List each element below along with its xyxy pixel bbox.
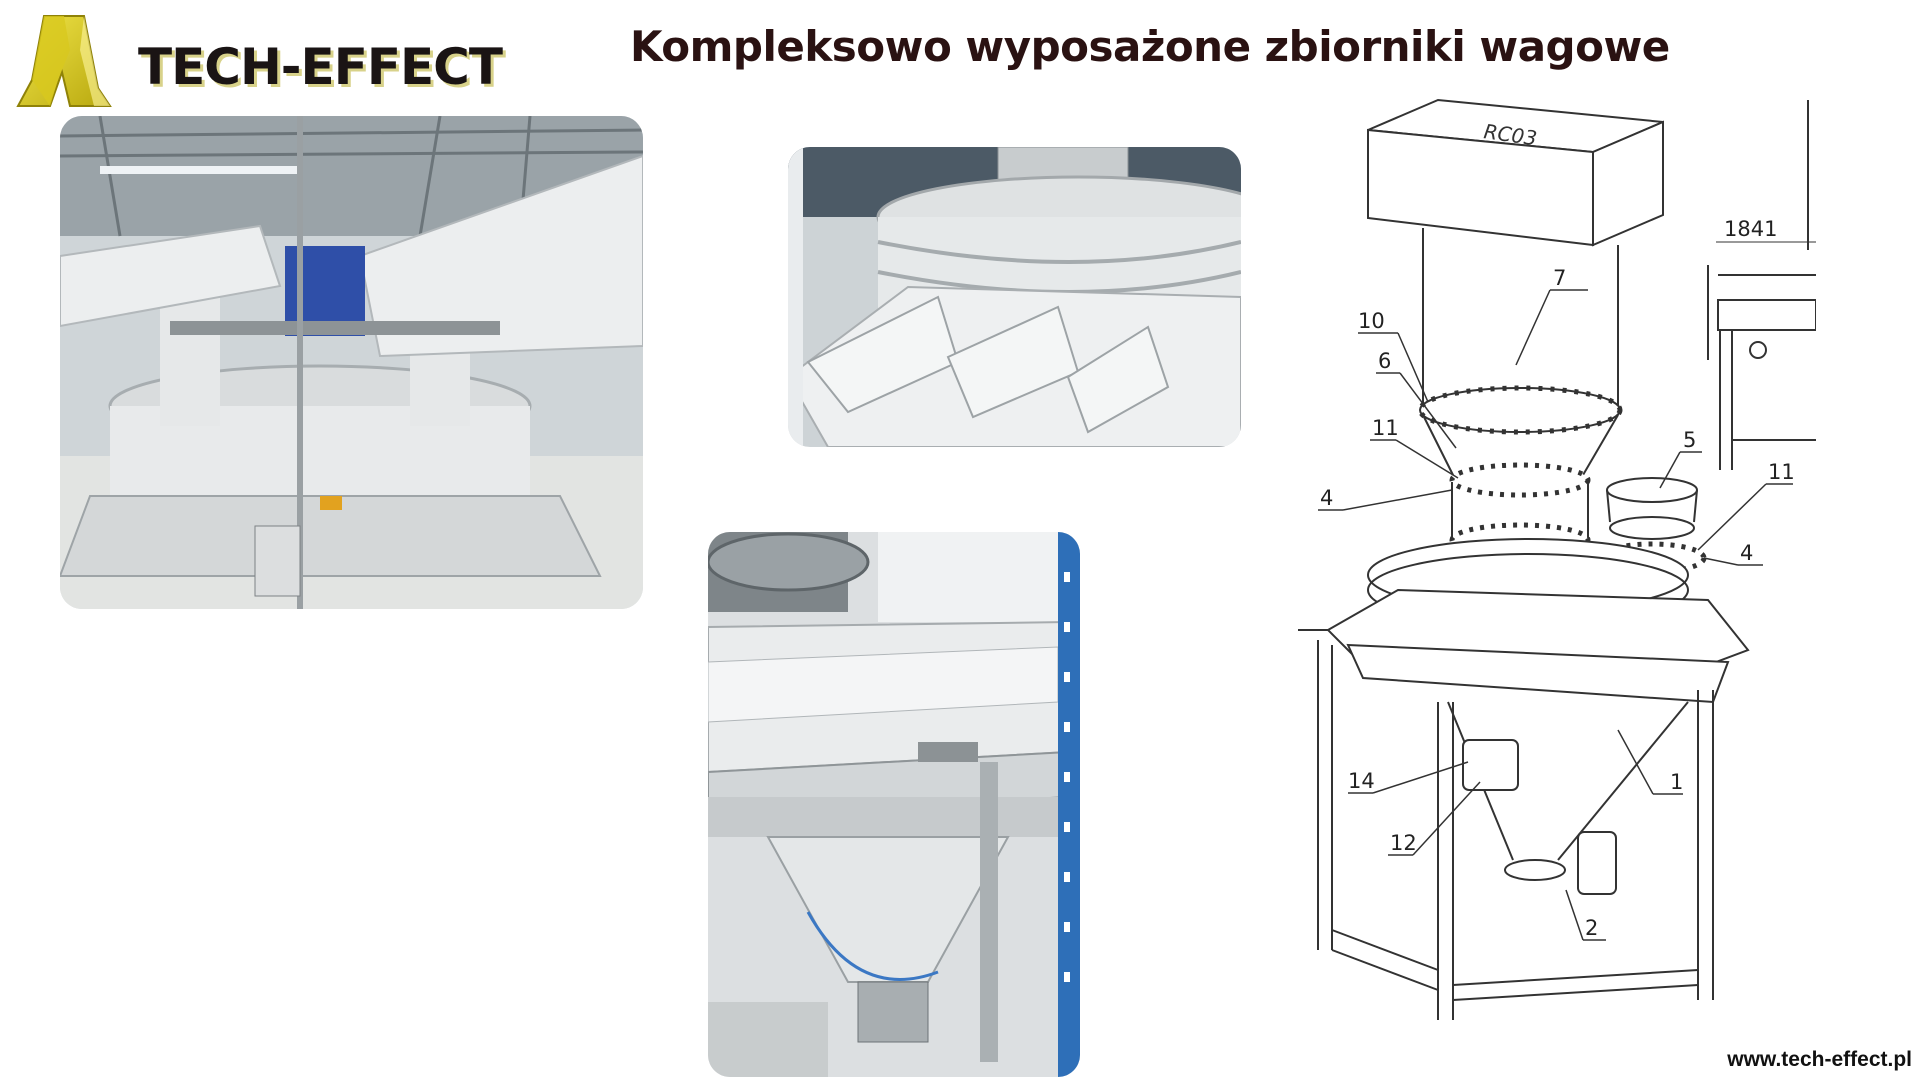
callout-11-left: 11 — [1372, 416, 1399, 440]
callout-14: 14 — [1348, 769, 1375, 793]
callout-6: 6 — [1378, 349, 1391, 373]
callout-11-right: 11 — [1768, 460, 1795, 484]
callout-4-right: 4 — [1740, 541, 1753, 565]
photo-weighing-tank-pipes — [60, 116, 643, 609]
photo-hopper-cone — [708, 532, 1080, 1077]
technical-drawing: RC03 — [1288, 90, 1817, 1040]
callout-12: 12 — [1390, 831, 1417, 855]
slide-title: Kompleksowo wyposażone zbiorniki wagowe — [630, 22, 1670, 71]
callout-5: 5 — [1683, 428, 1696, 452]
drawing-dimension: 1841 — [1724, 217, 1777, 241]
company-logo: TECH-EFFECT — [14, 10, 503, 110]
logo-mark-icon — [16, 15, 112, 107]
callout-1: 1 — [1670, 770, 1683, 794]
website-url[interactable]: www.tech-effect.pl — [1727, 1048, 1912, 1071]
callout-2: 2 — [1585, 916, 1598, 940]
callout-4-left: 4 — [1320, 486, 1333, 510]
brand-name: TECH-EFFECT — [138, 38, 503, 96]
photo-hopper-partitions — [788, 147, 1241, 447]
callout-7: 7 — [1553, 266, 1566, 290]
callout-10: 10 — [1358, 309, 1385, 333]
